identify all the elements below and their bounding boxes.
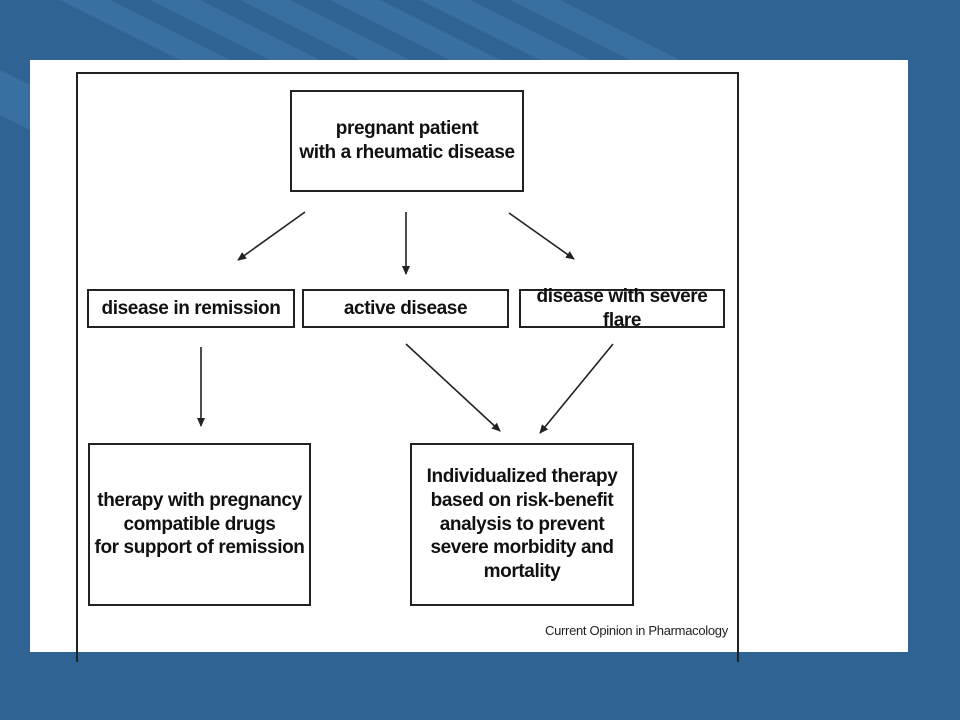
- node-disease-with-severe-flare: disease with severe flare: [519, 286, 725, 331]
- node-pregnant-patient: pregnant patient with a rheumatic diseas…: [290, 90, 524, 192]
- node-individualized-therapy: Individualized therapy based on risk-ben…: [410, 443, 634, 606]
- arrow-flare-to-individualized: [539, 343, 614, 434]
- figure-credit: Current Opinion in Pharmacology: [545, 623, 728, 638]
- arrow-root-to-remission: [237, 211, 306, 261]
- figure-frame: [76, 72, 739, 662]
- slide-panel: pregnant patient with a rheumatic diseas…: [30, 60, 908, 662]
- node-therapy-compatible-drugs: therapy with pregnancy compatible drugs …: [88, 443, 311, 606]
- arrow-root-to-severe-flare: [508, 212, 575, 260]
- arrow-active-to-individualized: [405, 343, 501, 432]
- node-disease-in-remission: disease in remission: [87, 289, 295, 328]
- node-active-disease: active disease: [302, 289, 509, 328]
- diagram-arrows: [197, 211, 614, 434]
